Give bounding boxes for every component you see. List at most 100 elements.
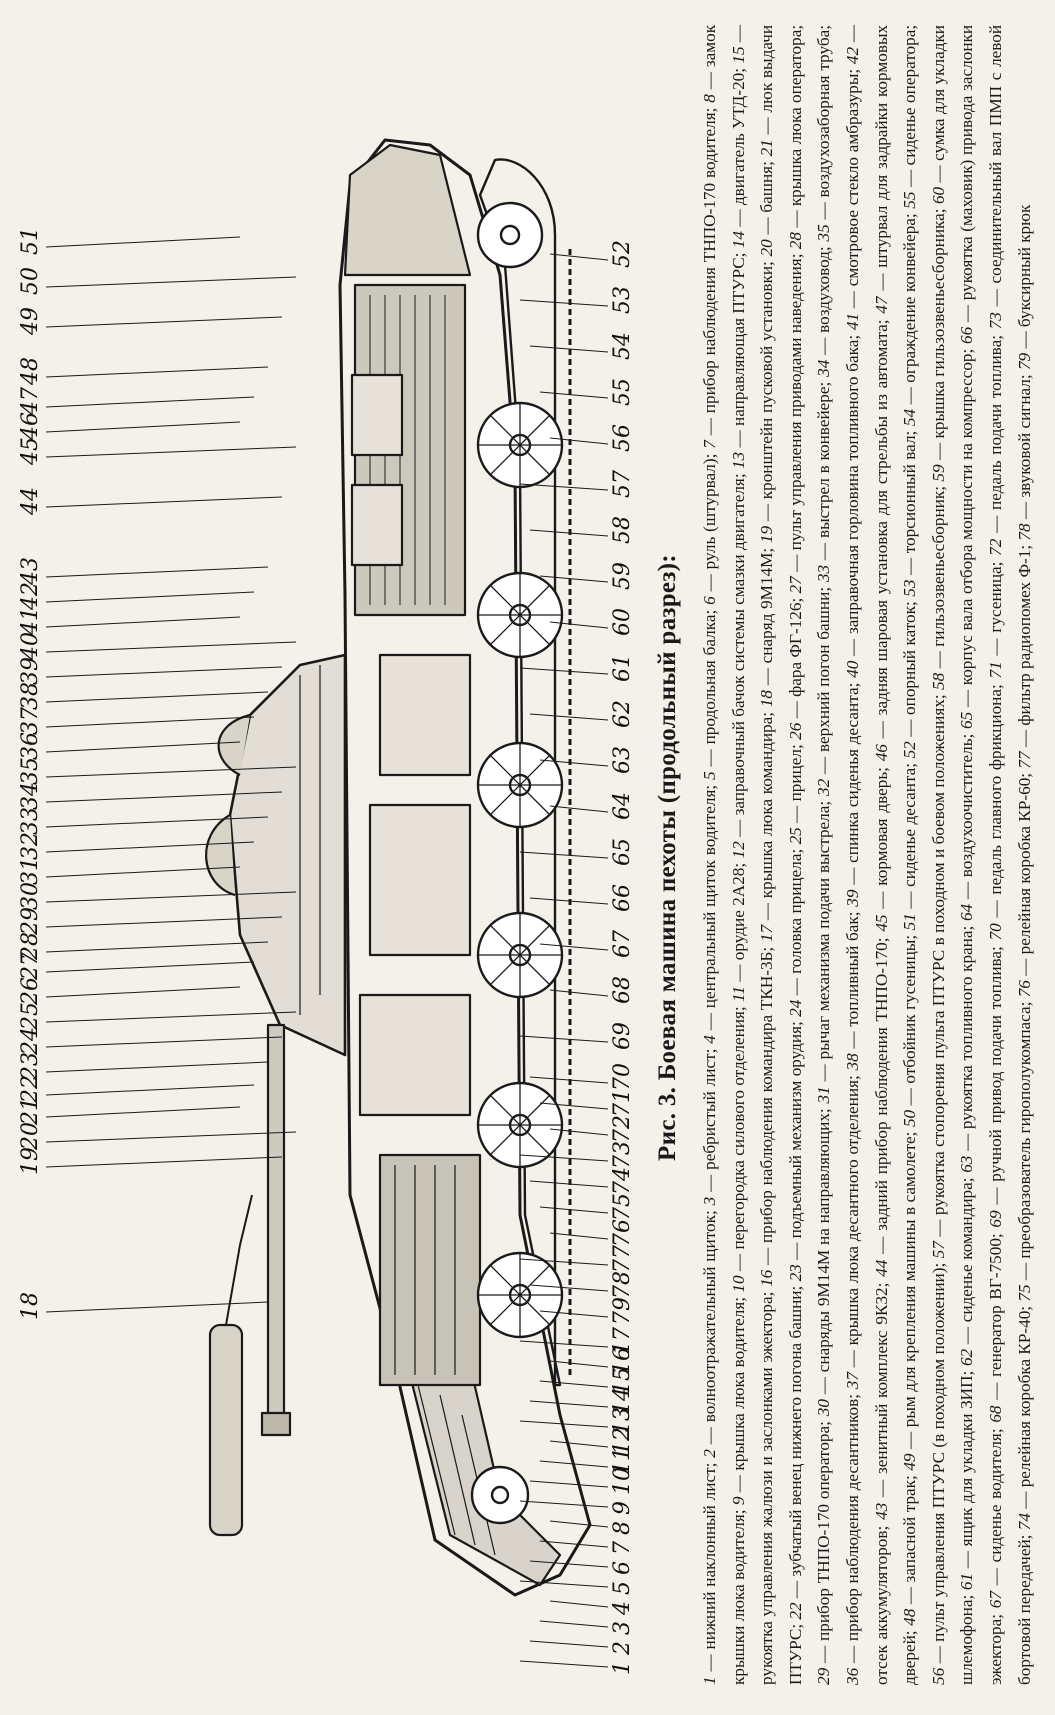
legend-item-number: 60	[928, 186, 948, 205]
legend-item-text: опорный каток;	[900, 601, 920, 715]
legend-item-number: 52	[900, 741, 920, 759]
legend-item-number: 21	[757, 139, 777, 157]
leader-line	[539, 1206, 609, 1214]
legend-item-text: релейная коробка КР-60;	[1014, 772, 1034, 955]
legend-item-text: фара ФГ-126;	[785, 597, 805, 697]
legend-item: 74 — релейная коробка КР-40;	[1014, 1305, 1034, 1531]
leader-line	[45, 396, 255, 408]
legend-item: 77 — фильтр радиопомех Ф-1;	[1014, 544, 1034, 769]
legend-item: 19 — кронштейн пусковой установки;	[757, 261, 777, 544]
legend-item-number: 68	[985, 1405, 1005, 1423]
leader-line	[549, 437, 609, 445]
callout-number: 1	[610, 1661, 635, 1675]
leader-line	[45, 446, 297, 458]
legend-item: 78 — звуковой сигнал;	[1014, 374, 1034, 541]
legend-item-number: 55	[900, 191, 920, 209]
legend-item-text: прибор ТНПО-170 оператора;	[814, 1421, 834, 1641]
legend-item-text: воздухоочиститель;	[957, 733, 977, 878]
leader-line	[529, 1400, 609, 1408]
legend-item-number: 40	[842, 660, 862, 678]
legend-item-text: прибор наблюдения десантников;	[842, 1394, 862, 1642]
callout-number: 31	[18, 857, 43, 885]
legend-item: 64 — воздухоочиститель;	[957, 733, 977, 922]
legend-item-number: 46	[871, 744, 891, 762]
legend-item-number: 77	[1014, 751, 1034, 769]
legend-item: 29 — прибор ТНПО-170 оператора;	[814, 1421, 834, 1685]
legend-item: 14 — двигатель УТД-20;	[728, 67, 748, 249]
legend-item-text: ящик для укладки ЗИП;	[957, 1370, 977, 1547]
callout-number: 60	[610, 608, 635, 636]
callout-number: 54	[610, 332, 635, 360]
leader-line	[549, 1440, 609, 1448]
legend-item-text: зенитный комплекс 9К32;	[871, 1282, 891, 1474]
callout-number: 17	[610, 1327, 635, 1355]
legend-item: 62 — сиденье командира;	[957, 1177, 977, 1367]
legend-item: 34 — воздуховод;	[814, 246, 834, 377]
leader-line	[519, 1154, 609, 1162]
legend-item: 7 — прибор наблюдения ТНПО-170 водителя;	[700, 107, 719, 449]
legend-item-text: релейная коробка КР-40;	[1014, 1305, 1034, 1488]
legend-item: 18 — снаряд 9М14М;	[757, 547, 777, 708]
legend-item-text: крышка люка командира;	[757, 711, 777, 899]
legend-item-number: 7	[700, 440, 719, 449]
legend-item-number: 73	[985, 312, 1005, 330]
legend-item: 11 — орудие 2А28;	[728, 862, 748, 1002]
legend-item-number: 11	[728, 986, 748, 1002]
callout-number: 53	[610, 286, 635, 314]
legend-item-text: центральный щиток водителя;	[700, 784, 719, 1009]
legend-item-number: 54	[900, 408, 920, 427]
legend-item: 61 — ящик для укладки ЗИП;	[957, 1370, 977, 1591]
legend-item-text: башня;	[757, 161, 777, 213]
callout-number: 58	[610, 516, 635, 544]
legend-item-text: нижний наклонный лист;	[700, 1462, 719, 1650]
callout-number: 63	[610, 746, 635, 774]
leader-line	[539, 1102, 609, 1110]
leader-line	[519, 1340, 609, 1348]
callout-number: 36	[18, 732, 43, 760]
callout-number: 66	[610, 884, 635, 912]
leader-line	[529, 713, 609, 721]
missile-on-launcher	[208, 1323, 244, 1537]
legend-item-text: задняя шаровая установка для стрельбы из…	[871, 319, 891, 716]
legend-item-text: ручной привод подачи топлива;	[985, 946, 1005, 1182]
legend-item-text: крышка люка оператора;	[785, 24, 805, 207]
legend-item-number: 78	[1014, 523, 1034, 541]
legend-item: 46 — задняя шаровая установка для стрель…	[871, 319, 891, 762]
legend-item: 27 — пульт управления приводами наведени…	[785, 253, 805, 594]
leader-line	[45, 891, 297, 903]
legend-item-text: сиденье командира;	[957, 1177, 977, 1323]
leader-line	[539, 1620, 609, 1628]
legend-item: 68 — генератор ВГ-7500;	[985, 1233, 1005, 1423]
legend-item-number: 59	[928, 464, 948, 482]
leader-line	[539, 943, 609, 951]
callout-number: 34	[18, 782, 43, 810]
legend-item-number: 39	[842, 889, 862, 907]
legend-item-number: 1	[700, 1676, 719, 1685]
legend-item: 76 — релейная коробка КР-60;	[1014, 772, 1034, 998]
legend-item-number: 23	[785, 1264, 805, 1282]
leader-line	[45, 1036, 283, 1048]
legend-item-number: 64	[957, 903, 977, 922]
legend-item-number: 38	[842, 1053, 862, 1071]
legend-item-number: 50	[900, 1109, 920, 1128]
callout-number: 67	[610, 930, 635, 958]
legend-item: 44 — задний прибор наблюдения ТНПО-170;	[871, 937, 891, 1277]
legend-item-text: снаряд 9М14М;	[757, 547, 777, 664]
callout-number: 20	[18, 1122, 43, 1150]
leader-line	[549, 1128, 609, 1136]
leader-line	[519, 1580, 609, 1588]
legend-item-text: снаряды 9М14М на направляющих;	[814, 1108, 834, 1373]
leader-line	[45, 816, 269, 828]
leader-line	[45, 941, 269, 953]
legend-item: 59 — крышка гильзозвеньесборника;	[928, 208, 948, 482]
leader-line	[519, 851, 609, 859]
leader-lines	[45, 236, 609, 1668]
legend-item: 5 — продольная балка;	[700, 609, 719, 780]
legend-item-number: 76	[1014, 980, 1034, 998]
callout-number: 77	[610, 1245, 635, 1273]
callout-number: 33	[18, 807, 43, 835]
legend-item-text: направляющая ПТУРС;	[728, 252, 748, 426]
leader-line	[539, 1380, 609, 1388]
